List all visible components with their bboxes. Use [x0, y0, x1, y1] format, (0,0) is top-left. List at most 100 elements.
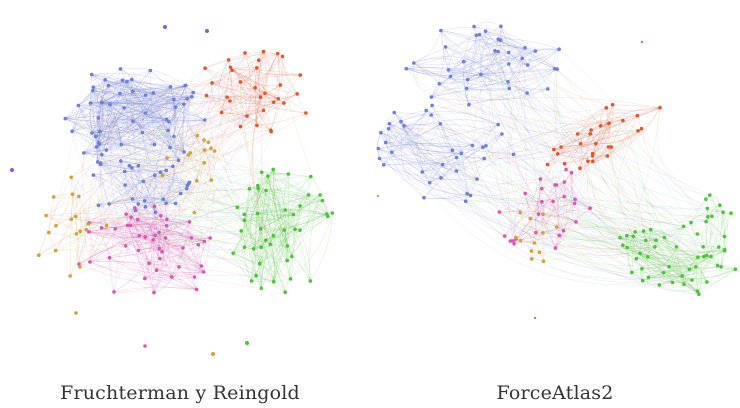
graph-node	[204, 93, 209, 98]
graph-edge	[251, 173, 289, 282]
graph-edge	[75, 174, 155, 217]
graph-edge	[212, 82, 274, 103]
graph-edge	[553, 143, 596, 150]
graph-edge	[380, 132, 393, 153]
graph-edge	[432, 105, 499, 125]
graph-edge	[384, 112, 395, 143]
graph-edge	[260, 194, 309, 230]
graph-edge	[98, 201, 176, 206]
graph-node	[640, 278, 645, 283]
graph-edge	[240, 93, 266, 127]
graph-node	[104, 223, 109, 228]
graph-edge	[231, 69, 279, 99]
graph-edge	[575, 221, 646, 241]
graph-edge	[153, 175, 268, 241]
graph-edge	[515, 184, 556, 240]
graph-edge	[124, 184, 167, 204]
graph-edge	[404, 114, 432, 127]
graph-edge	[514, 235, 560, 245]
graph-edge	[406, 67, 510, 89]
graph-edge	[125, 166, 174, 186]
graph-edge	[170, 86, 185, 153]
graph-edge	[448, 69, 528, 94]
graph-edge	[253, 213, 261, 250]
graph-edge	[78, 263, 262, 289]
graph-edge	[38, 177, 72, 256]
graph-edge	[120, 68, 171, 148]
graph-edge	[167, 86, 174, 131]
graph-edge	[38, 105, 79, 256]
graph-edge	[120, 160, 156, 213]
graph-edge	[719, 205, 729, 250]
graph-edge	[647, 256, 698, 292]
graph-edge	[78, 235, 140, 265]
graph-node	[674, 245, 679, 249]
graph-edge	[690, 194, 710, 223]
graph-node	[10, 168, 14, 172]
graph-edge	[259, 176, 312, 265]
graph-edge	[636, 258, 685, 285]
graph-node	[645, 254, 650, 259]
graph-edge	[129, 165, 156, 213]
graph-edge	[273, 53, 279, 103]
graph-edge	[260, 97, 263, 173]
graph-edge	[188, 147, 212, 156]
graph-node	[100, 153, 104, 157]
graph-edge	[154, 206, 197, 290]
graph-edge	[445, 46, 670, 267]
graph-edge	[125, 182, 190, 189]
graph-edge	[78, 172, 161, 265]
graph-node	[625, 233, 629, 238]
graph-node	[119, 142, 124, 147]
graph-edge	[124, 184, 145, 202]
graph-node	[640, 267, 644, 271]
graph-edge	[558, 49, 720, 248]
graph-edge	[423, 193, 468, 199]
graph-edge	[218, 59, 229, 113]
graph-edge	[104, 79, 160, 233]
graph-edge	[132, 91, 145, 133]
graph-edge	[557, 143, 581, 155]
graph-node	[242, 245, 247, 249]
graph-edge	[439, 63, 528, 85]
graph-edge	[166, 219, 190, 223]
graph-edge	[535, 232, 556, 249]
graph-edge	[448, 69, 684, 227]
graph-edge	[91, 80, 123, 134]
graph-edge	[253, 188, 259, 249]
graph-node	[562, 161, 567, 166]
graph-edge	[440, 27, 558, 70]
graph-edge	[385, 142, 442, 179]
graph-edge	[389, 123, 478, 180]
graph-edge	[121, 85, 186, 145]
graph-edge	[171, 52, 246, 278]
graph-edge	[88, 154, 189, 233]
graph-edge	[690, 222, 705, 257]
graph-node	[253, 85, 257, 90]
graph-edge	[698, 250, 725, 295]
graph-edge	[204, 110, 264, 121]
graph-edge	[159, 82, 213, 259]
graph-edge	[299, 200, 323, 231]
graph-edge	[440, 30, 528, 66]
graph-node	[298, 228, 302, 232]
graph-edge	[100, 87, 256, 164]
graph-edge	[70, 177, 91, 263]
graph-node	[661, 271, 666, 275]
graph-edge	[232, 176, 269, 254]
graph-edge	[55, 216, 328, 252]
graph-edge	[145, 95, 195, 213]
graph-edge	[261, 172, 311, 282]
graph-node	[589, 128, 593, 132]
graph-edge	[636, 237, 665, 259]
graph-edge	[113, 263, 150, 293]
graph-edge	[647, 226, 684, 258]
graph-edge	[132, 165, 140, 200]
graph-edge	[273, 209, 286, 282]
graph-edge	[232, 194, 309, 254]
graph-edge	[93, 86, 169, 123]
graph-edge	[72, 130, 271, 195]
graph-edge	[500, 39, 523, 59]
graph-edge	[48, 196, 79, 233]
graph-node	[625, 245, 629, 250]
